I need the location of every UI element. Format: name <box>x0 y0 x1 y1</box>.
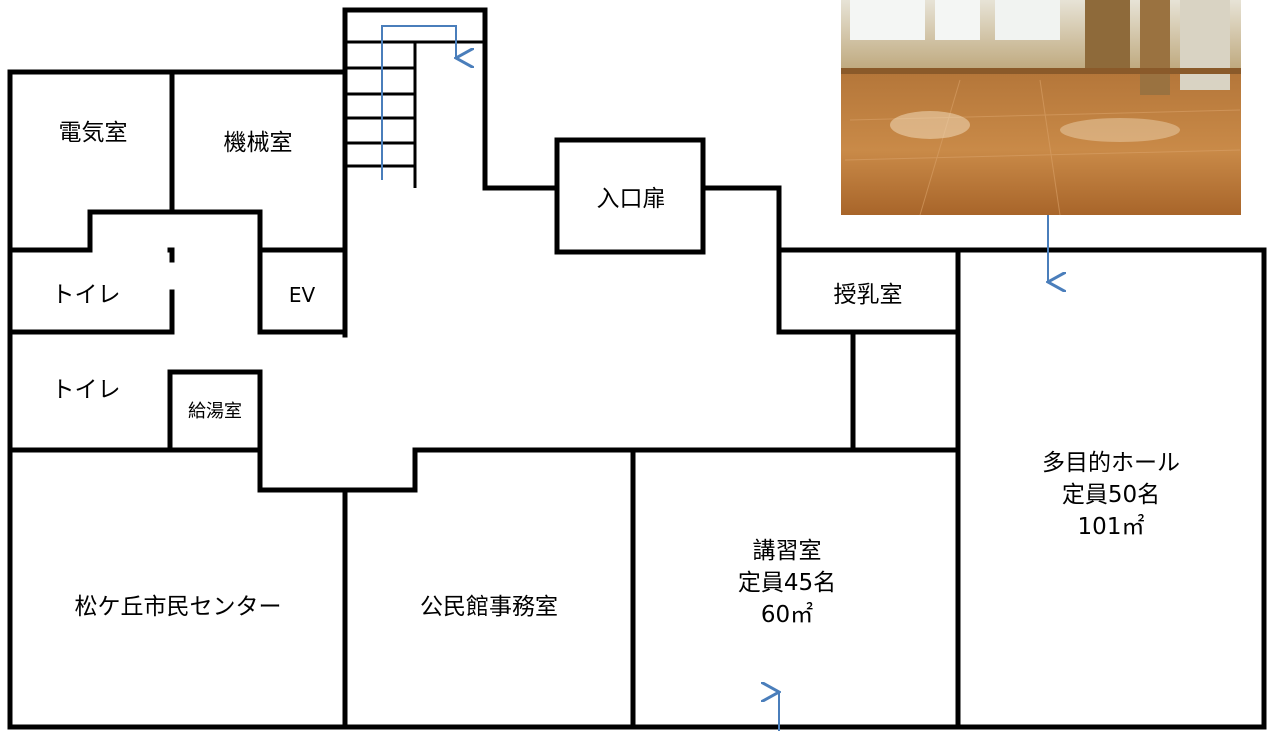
hall-capacity: 定員50名 <box>1062 482 1160 508</box>
koshu-capacity: 定員45名 <box>738 570 836 596</box>
hall-name: 多目的ホール <box>1042 450 1180 476</box>
room-center: 松ケ丘市民センター <box>75 594 282 620</box>
room-junyu: 授乳室 <box>834 282 903 308</box>
hall-photo <box>841 0 1241 216</box>
room-koshu: 講習室 定員45名 60㎡ <box>738 538 836 628</box>
stairs-direction-arrow <box>381 25 456 180</box>
room-hall: 多目的ホール 定員50名 101㎡ <box>1042 450 1180 540</box>
room-kikai: 機械室 <box>224 130 293 156</box>
staircase <box>345 40 485 188</box>
room-entrance: 入口扉 <box>597 186 666 212</box>
room-office: 公民館事務室 <box>420 594 558 620</box>
room-toilet-lower: トイレ <box>52 377 121 403</box>
room-toilet-upper: トイレ <box>52 282 121 308</box>
koshu-area: 60㎡ <box>761 602 813 628</box>
hall-area: 101㎡ <box>1078 514 1145 540</box>
arrows <box>381 25 1048 731</box>
room-kyuto: 給湯室 <box>188 401 242 422</box>
room-denki: 電気室 <box>59 120 128 146</box>
koshu-name: 講習室 <box>753 538 822 564</box>
room-ev: EV <box>289 283 316 307</box>
walls <box>7 7 1267 730</box>
